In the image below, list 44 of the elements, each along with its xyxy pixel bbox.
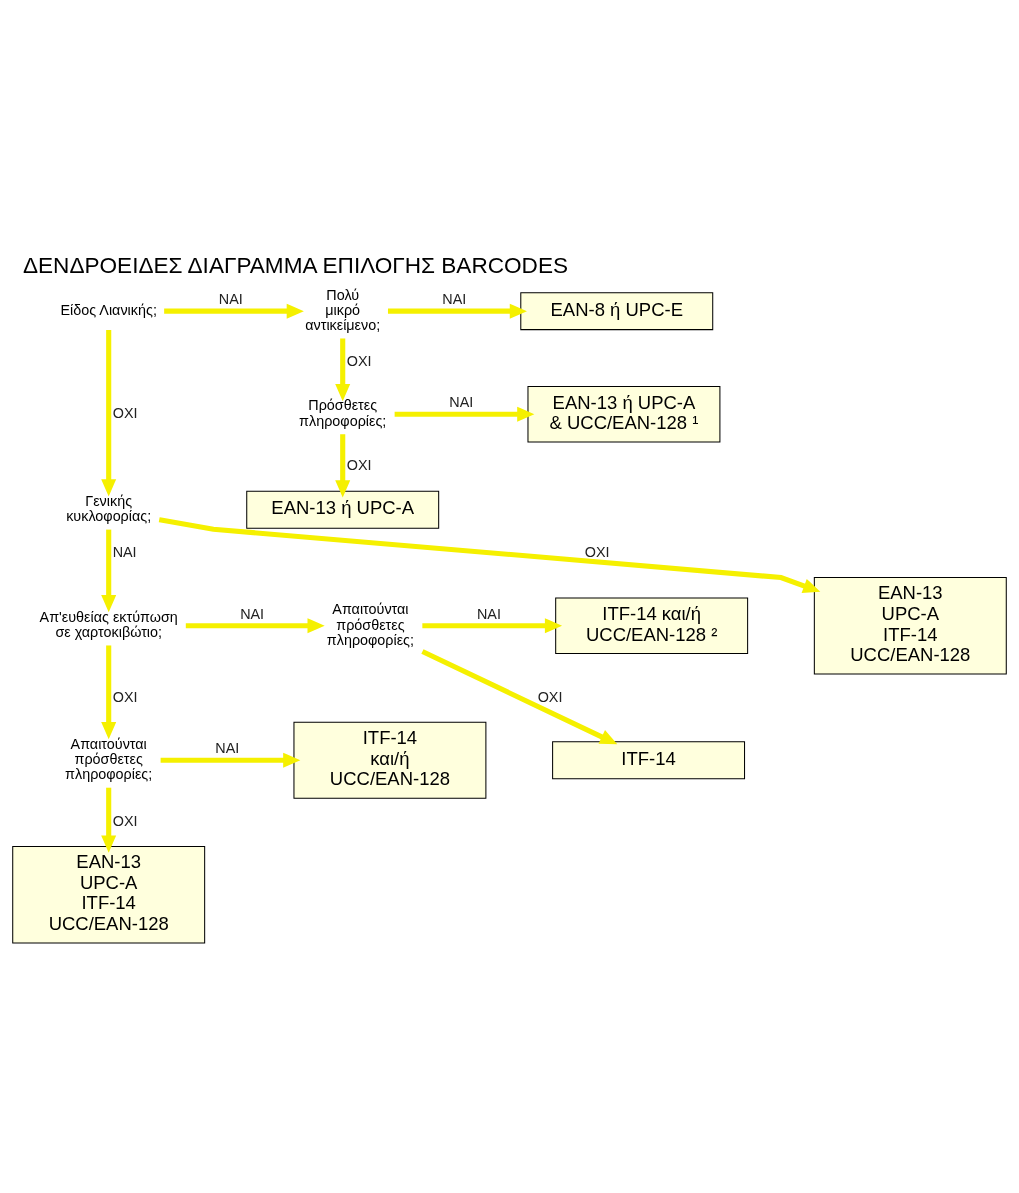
edge-label: ΝΑΙ xyxy=(442,290,467,307)
edge-label: ΟΧΙ xyxy=(346,456,372,473)
arrow xyxy=(101,644,117,739)
edge-label: ΟΧΙ xyxy=(112,404,138,421)
edge-label: ΝΑΙ xyxy=(449,393,474,410)
edge-label: ΝΑΙ xyxy=(215,739,240,756)
arrow xyxy=(158,516,821,593)
node-box: EAN-13 UPC-A ITF-14 UCC/EAN-128 xyxy=(12,845,206,943)
arrow xyxy=(421,648,618,744)
arrow xyxy=(101,529,117,612)
node-box: ITF-14 xyxy=(552,740,746,779)
edge-label: ΟΧΙ xyxy=(112,688,138,705)
edge-label: ΟΧΙ xyxy=(584,543,610,560)
node-box: EAN-13 ή UPC-A xyxy=(246,490,440,529)
node-box: EAN-13 UPC-A ITF-14 UCC/EAN-128 xyxy=(813,576,1007,674)
arrow xyxy=(185,617,325,633)
edge-label: ΟΧΙ xyxy=(346,352,372,369)
edge-label: ΟΧΙ xyxy=(112,812,138,829)
arrow xyxy=(387,303,527,319)
arrow xyxy=(164,303,304,319)
arrow xyxy=(422,617,563,633)
arrow xyxy=(160,752,301,768)
edge-label: ΝΑΙ xyxy=(477,605,501,622)
node-text: Γενικής κυκλοφορίας; xyxy=(66,492,152,524)
edge-label: ΝΑΙ xyxy=(218,290,243,307)
node-text: Πρόσθετες πληροφορίες; xyxy=(299,396,387,429)
node-text: Απαιτούνται πρόσθετες πληροφορίες; xyxy=(326,600,415,648)
edge-label: ΝΑΙ xyxy=(112,543,137,560)
arrow xyxy=(101,787,117,853)
diagram-title: ΔΕΝΔΡΟΕΙΔΕΣ ΔΙΑΓΡΑΜΜΑ ΕΠΙΛΟΓΗΣ BARCODES xyxy=(22,252,569,278)
node-text: Απ'ευθείας εκτύπωση σε χαρτοκιβώτιο; xyxy=(39,608,178,640)
node-text: Είδος Λιανικής; xyxy=(60,301,157,318)
node-box: ITF-14 και/ή UCC/EAN-128 xyxy=(293,721,487,799)
arrow xyxy=(335,433,351,498)
node-box: EAN-13 ή UPC-A & UCC/EAN-128 ¹ xyxy=(527,385,721,443)
arrow xyxy=(335,337,351,401)
node-text: Απαιτούνται πρόσθετες πληροφορίες; xyxy=(65,735,153,782)
edge-label: ΟΧΙ xyxy=(537,688,563,705)
node-box: EAN-8 ή UPC-E xyxy=(520,291,714,330)
arrow xyxy=(101,329,117,496)
edge-label: ΝΑΙ xyxy=(240,605,265,622)
node-text: Πολύ μικρό αντικείμενο; xyxy=(305,286,381,333)
node-box: ITF-14 και/ή UCC/EAN-128 ² xyxy=(555,597,749,654)
arrow xyxy=(394,406,535,422)
